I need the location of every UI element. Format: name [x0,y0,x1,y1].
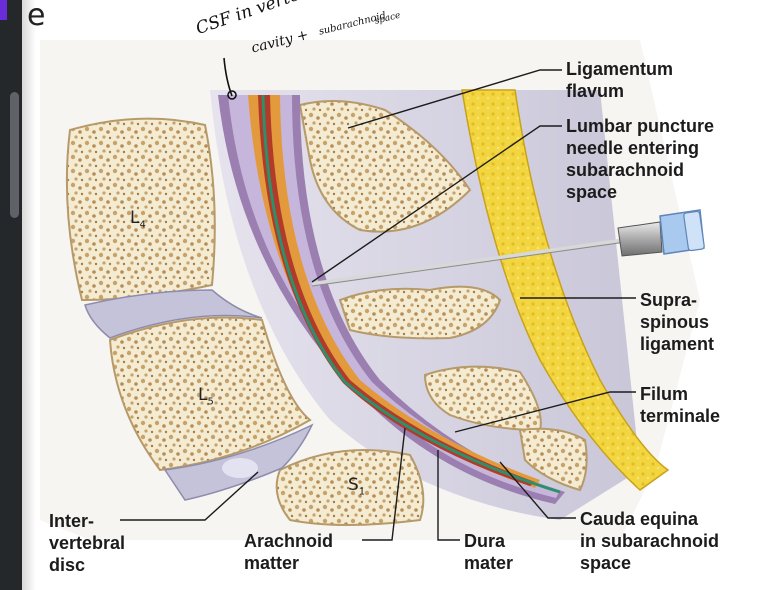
handwritten-arrow [223,57,233,97]
needle-cap [683,210,705,252]
leader-filum-terminale [454,391,636,433]
label-intervertebral-disc: Inter- vertebral disc [49,511,126,575]
needle-hub [617,221,663,257]
vertebra-label-l4: L4 [130,208,146,231]
intervertebral-disc-upper [84,289,263,339]
vertebra-label-l5: L5 [198,385,214,408]
label-cauda-equina: Cauda equina in subarachnoid space [580,509,720,573]
label-filum-terminale: Filum terminale [640,384,721,426]
leader-ligamentum-flavum [347,69,562,129]
dura-outer [218,95,565,504]
needle-shaft [311,236,641,286]
leader-intervertebral-disc [120,471,259,521]
leader-lumbar-puncture [311,125,562,283]
supraspinous-ligament [461,89,670,491]
label-ligamentum-flavum: Ligamentum flavum [566,59,674,101]
page-edge-shadow [22,0,36,590]
cropped-title-letter: e [27,0,46,33]
disc-nucleus [222,458,258,478]
vertebra-l5 [108,316,312,472]
label-arachnoid-matter: Arachnoid matter [244,531,334,573]
spinous-process-middle [338,285,502,340]
sidebar-accent [0,0,7,20]
handwritten-arrowhead [227,90,237,100]
vertebra-label-s1: S1 [348,475,366,498]
vertebra-s1 [275,449,425,526]
spinous-process-upper [298,100,472,233]
filum-terminale [261,94,561,494]
sacral-segment [518,427,588,492]
vertebra-l4 [65,117,216,302]
needle-shaft-edge [311,239,641,287]
cauda-layer-orange [248,95,540,488]
label-lumbar-puncture: Lumbar puncture needle entering subarach… [566,116,715,202]
label-supraspinous-ligament: Supra- spinous ligament [640,290,715,354]
leader-cauda-equina [499,461,576,519]
leader-arachnoid [362,427,406,541]
scrollbar-thumb[interactable] [10,92,19,218]
label-dura-mater: Dura mater [464,531,514,573]
leader-dura-mater [437,450,460,541]
